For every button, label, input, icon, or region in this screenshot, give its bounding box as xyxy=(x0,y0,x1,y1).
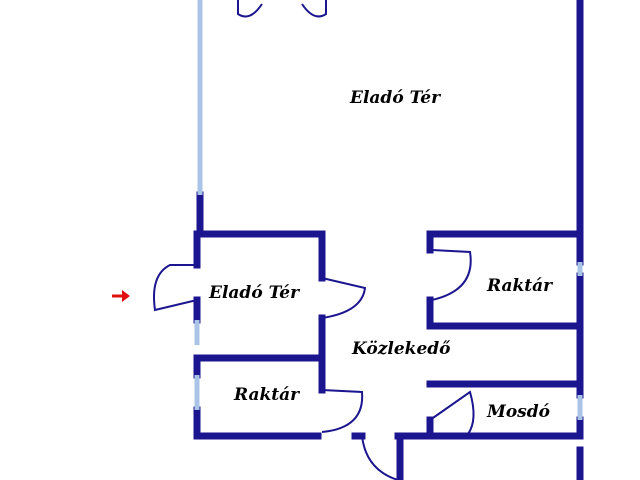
door-top-left xyxy=(237,0,263,18)
door-top-right xyxy=(301,0,327,18)
door-entrance xyxy=(153,264,198,312)
walls xyxy=(193,0,584,480)
doors xyxy=(153,0,475,480)
room-label-corridor: Közlekedő xyxy=(352,339,451,359)
room-label-storage-bottom: Raktár xyxy=(234,385,300,405)
room-label-restroom: Mosdó xyxy=(487,402,550,422)
room-label-storage-top: Raktár xyxy=(487,276,553,296)
room-label-sales-small: Eladó Tér xyxy=(209,283,300,303)
door-restroom xyxy=(429,390,475,435)
door-storage-top xyxy=(431,249,472,301)
door-small-sales xyxy=(321,277,367,319)
room-label-sales-main: Eladó Tér xyxy=(350,88,441,108)
door-storage-bottom xyxy=(321,389,364,433)
arrow-right-icon xyxy=(112,290,130,302)
door-exit xyxy=(361,435,399,480)
windows xyxy=(194,0,583,420)
